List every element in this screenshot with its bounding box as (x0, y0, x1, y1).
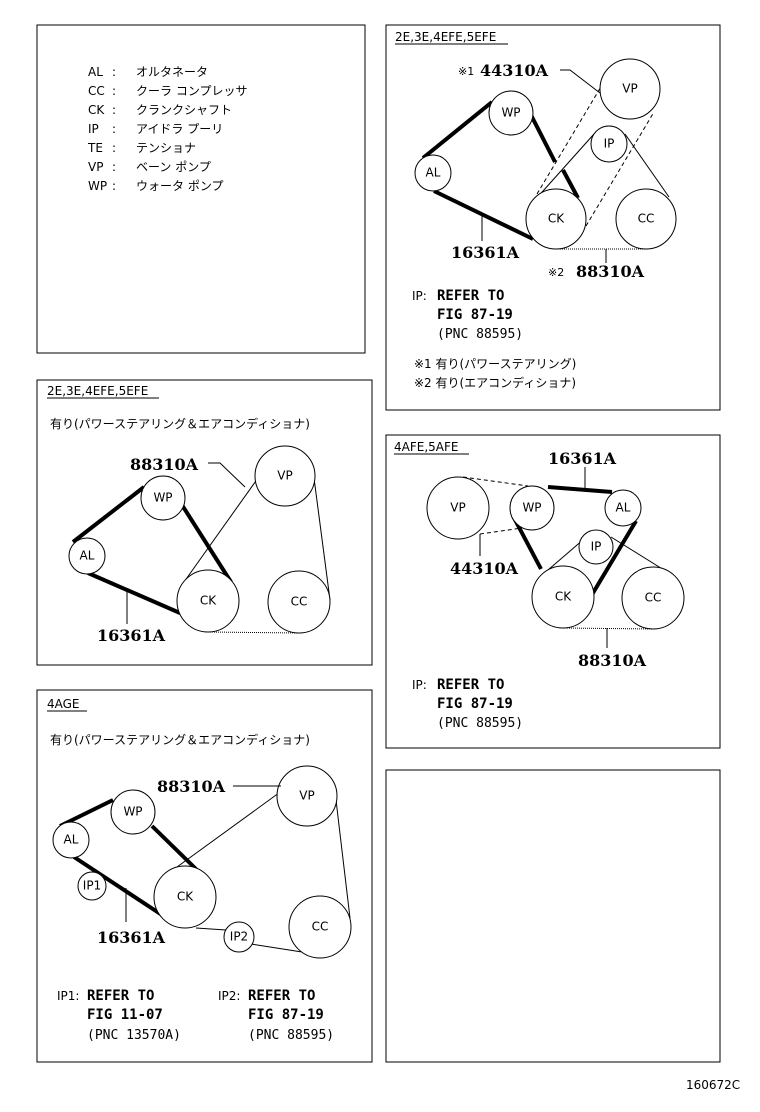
part-number: 16361A (548, 449, 617, 468)
legend-list: AL: オルタネータ CC: クーラ コンプレッサ CK: クランクシャフト IP: ア… (87, 65, 247, 193)
pulley-al: AL (426, 166, 441, 180)
ip-label: IP: (412, 289, 427, 303)
footnote: ※1 有り(パワーステアリング) (414, 357, 576, 371)
legend-name: オルタネータ (136, 65, 208, 79)
footnote: ※2 有り(エアコンディショナ) (414, 375, 576, 390)
legend-sep: : (112, 160, 116, 174)
pulley-cc: CC (645, 591, 662, 605)
part-number: 88310A (157, 777, 226, 796)
part-number: 44310A (450, 559, 519, 578)
panel-header: 4AFE,5AFE (394, 440, 458, 454)
reference-text: (PNC 88595) (437, 327, 523, 342)
legend-name: アイドラ プーリ (136, 122, 223, 136)
pulley-ip: IP (591, 540, 602, 554)
panel-4age: 4AGE 有り(パワーステアリング＆エアコンディショナ) VP WP AL IP… (36, 689, 373, 1063)
pulley-ip1: IP1 (83, 879, 101, 893)
reference-text: (PNC 88595) (248, 1028, 334, 1043)
pulley-al: AL (64, 833, 79, 847)
pulley-ck: CK (548, 212, 565, 226)
part-number: 16361A (97, 626, 166, 645)
part-number: 16361A (97, 928, 166, 947)
reference-text: FIG 87-19 (248, 1007, 324, 1023)
part-number: 88310A (578, 651, 647, 670)
legend-code: WP (88, 179, 107, 193)
legend-code: AL (88, 65, 103, 79)
pulley-vp: VP (277, 469, 292, 483)
pulley-al: AL (616, 501, 631, 515)
legend-sep: : (112, 84, 116, 98)
pulley-ck: CK (200, 594, 217, 608)
reference-text: REFER TO (248, 988, 315, 1004)
pulley-ip: IP (604, 137, 615, 151)
panel-header: 2E,3E,4EFE,5EFE (47, 384, 148, 398)
panel-subtitle: 有り(パワーステアリング＆エアコンディショナ) (50, 732, 310, 747)
part-number: 44310A (480, 61, 549, 80)
figure-code: 160672C (686, 1078, 740, 1092)
part-number: 88310A (130, 455, 199, 474)
pulley-cc: CC (638, 212, 655, 226)
reference-text: FIG 87-19 (437, 307, 513, 323)
pulley-vp: VP (622, 82, 637, 96)
legend-sep: : (112, 122, 116, 136)
legend-sep: : (112, 103, 116, 117)
ip-label: IP2: (218, 989, 240, 1003)
reference-text: REFER TO (87, 988, 154, 1004)
legend-panel: AL: オルタネータ CC: クーラ コンプレッサ CK: クランクシャフト IP: ア… (36, 24, 366, 354)
reference-text: REFER TO (437, 677, 504, 693)
legend-name: クーラ コンプレッサ (136, 84, 247, 98)
legend-code: CC (88, 84, 105, 98)
pulley-vp: VP (450, 501, 465, 515)
legend-name: ウォータ ポンプ (136, 179, 223, 193)
legend-code: VP (88, 160, 103, 174)
part-number: 16361A (451, 243, 520, 262)
reference-text: (PNC 88595) (437, 716, 523, 731)
legend-code: IP (88, 122, 99, 136)
pulley-al: AL (80, 549, 95, 563)
pulley-ip2: IP2 (230, 930, 248, 944)
pulley-wp: WP (501, 106, 520, 120)
note-mark: ※1 (458, 65, 474, 78)
reference-text: FIG 87-19 (437, 696, 513, 712)
pulley-cc: CC (291, 595, 308, 609)
pulley-cc: CC (312, 920, 329, 934)
part-number: 88310A (576, 262, 645, 281)
ip-label: IP: (412, 678, 427, 692)
pulley-wp: WP (123, 805, 142, 819)
legend-code: TE (87, 141, 103, 155)
legend-code: CK (88, 103, 105, 117)
reference-text: FIG 11-07 (87, 1007, 163, 1023)
legend-name: ベーン ポンプ (136, 160, 211, 174)
pulley-vp: VP (299, 789, 314, 803)
panel-header: 2E,3E,4EFE,5EFE (395, 30, 496, 44)
legend-sep: : (112, 179, 116, 193)
note-mark: ※2 (548, 266, 564, 279)
pulley-wp: WP (153, 491, 172, 505)
ip-label: IP1: (57, 989, 79, 1003)
panel-subtitle: 有り(パワーステアリング＆エアコンディショナ) (50, 416, 310, 431)
pulley-ck: CK (555, 590, 572, 604)
legend-name: クランクシャフト (136, 103, 232, 117)
reference-text: REFER TO (437, 288, 504, 304)
panel-2e-3e-4efe-5efe-a: 2E,3E,4EFE,5EFE VP WP IP AL CK CC ※1 443… (385, 24, 721, 411)
pulley-wp: WP (522, 501, 541, 515)
legend-name: テンショナ (136, 141, 196, 155)
panel-header: 4AGE (47, 697, 80, 711)
panel-4afe-5afe: 4AFE,5AFE VP WP AL IP CK CC 16361A 44310… (385, 434, 721, 749)
empty-panel (385, 769, 721, 1063)
panel-2e-3e-4efe-5efe-b: 2E,3E,4EFE,5EFE 有り(パワーステアリング＆エアコンディショナ) … (36, 379, 373, 666)
reference-text: (PNC 13570A) (87, 1028, 181, 1043)
legend-sep: : (112, 65, 116, 79)
legend-sep: : (112, 141, 116, 155)
pulley-ck: CK (177, 890, 194, 904)
